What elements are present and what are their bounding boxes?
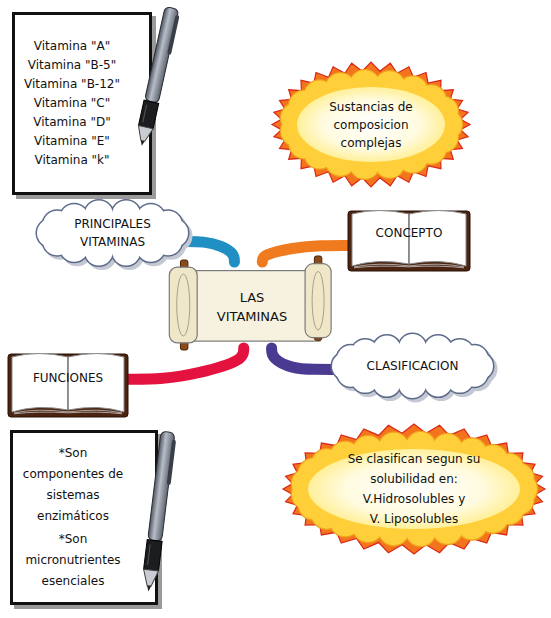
node-outline: [283, 424, 545, 554]
node-text: Vitamina "k": [34, 151, 109, 170]
node-text: LAS VITAMINAS: [205, 288, 300, 326]
text-group: CLASIFICACION: [345, 357, 480, 375]
branch-connector: [262, 245, 348, 262]
pad-node: *Son componentes de sistemas enzimáticos…: [10, 430, 158, 605]
branch-connector: [185, 241, 234, 262]
node-text: FUNCIONES: [33, 370, 103, 386]
node-text: Vitamina "A": [34, 37, 110, 56]
text-group: Vitamina "A"Vitamina "B-5"Vitamina "B-12…: [10, 37, 135, 170]
node-text: V. Liposolubles: [370, 509, 458, 529]
cloud-node: CLASIFICACION: [330, 332, 495, 400]
branch-connector: [272, 348, 337, 369]
node-text: PRINCIPALES VITAMINAS: [60, 215, 165, 251]
text-group: CONCEPTO: [355, 225, 463, 241]
text-group: Se clasifican segun su solubilidad en:V.…: [325, 449, 503, 529]
burst-node: Se clasifican segun su solubilidad en:V.…: [283, 424, 545, 554]
pad-node: Vitamina "A"Vitamina "B-5"Vitamina "B-12…: [12, 12, 152, 195]
node-text: CONCEPTO: [376, 225, 443, 241]
text-group: Sustancias de composicion complejas: [317, 98, 425, 152]
node-text: *Son micronutrientes esenciales: [19, 529, 127, 592]
node-text: Vitamina "B-12": [24, 75, 120, 94]
pen-bottom: [141, 431, 177, 593]
node-text: Sustancias de composicion complejas: [317, 98, 425, 152]
node-text: *Son componentes de sistemas enzimáticos: [19, 443, 127, 527]
node-text: Se clasifican segun su solubilidad en:: [325, 449, 503, 489]
node-text: CLASIFICACION: [367, 357, 459, 375]
node-text: V.Hidrosolubles y: [363, 489, 466, 509]
node-outline: [35, 198, 190, 268]
text-group: *Son componentes de sistemas enzimáticos…: [19, 443, 127, 592]
node-text: Vitamina "B-5": [28, 56, 116, 75]
cloud-node: PRINCIPALES VITAMINAS: [35, 198, 190, 268]
book-node: FUNCIONES: [8, 350, 128, 415]
branch-connector: [128, 348, 244, 379]
text-group: FUNCIONES: [15, 370, 121, 386]
text-group: PRINCIPALES VITAMINAS: [60, 215, 165, 251]
scroll-node: LAS VITAMINAS: [160, 262, 346, 348]
node-text: Vitamina "D": [33, 113, 110, 132]
burst-node: Sustancias de composicion complejas: [272, 62, 470, 187]
text-group: LAS VITAMINAS: [205, 288, 300, 326]
node-text: Vitamina "C": [34, 94, 111, 113]
node-text: Vitamina "E": [34, 132, 110, 151]
pen-top: [134, 6, 180, 147]
book-node: CONCEPTO: [348, 207, 470, 269]
